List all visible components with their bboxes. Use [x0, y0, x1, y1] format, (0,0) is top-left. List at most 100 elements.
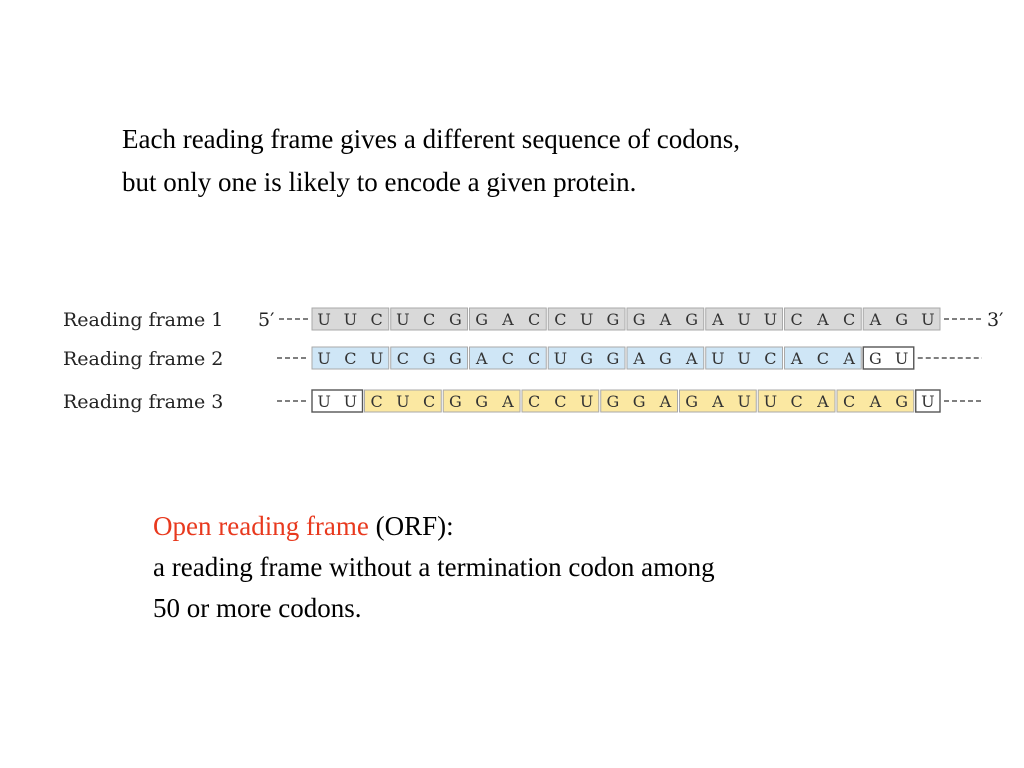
- nucleotide: G: [580, 349, 593, 368]
- frame-1-codon-1: [311, 307, 390, 331]
- nucleotide: A: [659, 310, 672, 329]
- nucleotide: U: [554, 349, 567, 368]
- frame-1-codon-2: [390, 307, 468, 331]
- frame-2-codon-7: [784, 346, 862, 370]
- nucleotide: U: [396, 392, 409, 411]
- nucleotide: A: [501, 392, 514, 411]
- frame-1-label: Reading frame 1: [63, 309, 223, 331]
- nucleotide: G: [449, 392, 462, 411]
- frame-3-codon-9: [915, 389, 941, 413]
- frame-1-codon-6: [705, 307, 783, 331]
- nucleotide: G: [449, 349, 462, 368]
- five-prime-label: 5′: [258, 309, 274, 331]
- frame-3-codon-4: [521, 389, 600, 413]
- nucleotide: U: [317, 392, 330, 411]
- frame-1-codon-3: [469, 307, 547, 331]
- frame-1-codon-5: [626, 307, 705, 331]
- frame-3-codon-3: [442, 389, 521, 413]
- nucleotide: C: [528, 349, 540, 368]
- nucleotide: G: [685, 392, 698, 411]
- nucleotide: U: [921, 392, 934, 411]
- nucleotide: A: [816, 310, 829, 329]
- orf-definition: Open reading frame (ORF): a reading fram…: [153, 506, 913, 629]
- nucleotide: C: [843, 310, 855, 329]
- frame-1-codon-4: [547, 307, 626, 331]
- frame-2-label: Reading frame 2: [63, 348, 223, 370]
- three-prime-label: 3′: [987, 309, 1003, 331]
- nucleotide: U: [895, 349, 908, 368]
- nucleotide: G: [633, 310, 646, 329]
- nucleotide: C: [528, 310, 540, 329]
- nucleotide: C: [397, 349, 409, 368]
- frame-2-codon-3: [469, 346, 547, 370]
- frame-2-codon-1: [311, 346, 390, 370]
- nucleotide: C: [791, 392, 803, 411]
- nucleotide: C: [344, 349, 356, 368]
- nucleotide: U: [317, 310, 330, 329]
- nucleotide: A: [475, 349, 488, 368]
- nucleotide: U: [711, 349, 724, 368]
- nucleotide: U: [344, 310, 357, 329]
- nucleotide: A: [685, 349, 698, 368]
- frame-3-codon-1: [311, 389, 364, 413]
- nucleotide: G: [869, 349, 882, 368]
- frame-3-label: Reading frame 3: [63, 391, 223, 413]
- frame-3-codon-5: [600, 389, 678, 413]
- frame-1-codon-7: [784, 307, 862, 331]
- nucleotide: C: [554, 392, 566, 411]
- nucleotide: U: [737, 349, 750, 368]
- nucleotide: C: [554, 310, 566, 329]
- nucleotide: G: [895, 392, 908, 411]
- orf-heading: Open reading frame (ORF):: [153, 506, 913, 547]
- nucleotide: A: [711, 310, 724, 329]
- nucleotide: A: [632, 349, 645, 368]
- nucleotide: G: [895, 310, 908, 329]
- nucleotide: U: [317, 349, 330, 368]
- nucleotide: C: [817, 349, 829, 368]
- nucleotide: C: [764, 349, 776, 368]
- nucleotide: A: [816, 392, 829, 411]
- nucleotide: C: [843, 392, 855, 411]
- nucleotide: U: [580, 392, 593, 411]
- nucleotide: G: [423, 349, 436, 368]
- nucleotide: G: [475, 310, 488, 329]
- nucleotide: U: [737, 310, 750, 329]
- orf-definition-line-1: a reading frame without a termination co…: [153, 552, 715, 582]
- nucleotide: G: [685, 310, 698, 329]
- nucleotide: G: [606, 392, 619, 411]
- frame-3-codon-8: [836, 389, 915, 413]
- nucleotide: U: [370, 349, 383, 368]
- nucleotide: C: [423, 310, 435, 329]
- nucleotide: U: [344, 392, 357, 411]
- nucleotide: C: [528, 392, 540, 411]
- frame-2-codon-4: [547, 346, 626, 370]
- nucleotide: G: [449, 310, 462, 329]
- nucleotide: G: [606, 349, 619, 368]
- nucleotide: A: [501, 310, 514, 329]
- nucleotide: C: [371, 392, 383, 411]
- nucleotide: C: [423, 392, 435, 411]
- frame-3-codon-2: [364, 389, 442, 413]
- nucleotide: A: [790, 349, 803, 368]
- frame-2-codon-8: [862, 346, 915, 370]
- intro-line-1: Each reading frame gives a different seq…: [122, 124, 740, 154]
- frame-2-codon-5: [626, 346, 705, 370]
- frame-1-codon-8: [862, 307, 941, 331]
- nucleotide: C: [791, 310, 803, 329]
- frame-2-codon-6: [705, 346, 783, 370]
- nucleotide: A: [711, 392, 724, 411]
- nucleotide: U: [921, 310, 934, 329]
- nucleotide: U: [396, 310, 409, 329]
- orf-abbreviation: (ORF):: [368, 511, 454, 541]
- nucleotide: G: [659, 349, 672, 368]
- orf-definition-line-2: 50 or more codons.: [153, 593, 362, 623]
- nucleotide: U: [764, 392, 777, 411]
- nucleotide: A: [659, 392, 672, 411]
- intro-line-2: but only one is likely to encode a given…: [122, 167, 637, 197]
- nucleotide: C: [371, 310, 383, 329]
- nucleotide: G: [475, 392, 488, 411]
- frame-2-codon-2: [390, 346, 468, 370]
- nucleotide: C: [502, 349, 514, 368]
- nucleotide: A: [842, 349, 855, 368]
